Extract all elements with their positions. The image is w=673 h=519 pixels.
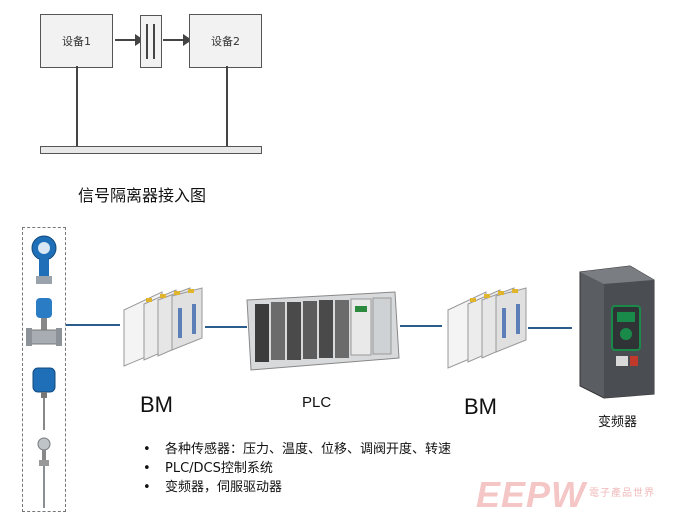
wire-sensors-bm [66,324,120,326]
device-2-label: 设备2 [211,35,240,48]
vfd-icon [579,265,655,399]
bm-module-left-icon [123,287,203,367]
arrow-2 [163,34,192,46]
sensor-column [22,227,66,512]
top-caption: 信号隔离器接入图 [78,186,207,205]
wire-plc-bm [400,325,442,327]
bullet-item-2: • PLC/DCS控制系统 [143,457,273,476]
bm-right-label: BM [464,394,497,419]
bullet-text: PLC/DCS控制系统 [165,461,273,476]
watermark-tagline: 電子產品世界 [589,488,655,499]
vfd-label: 变频器 [598,415,638,430]
isolator-bar-left [146,24,148,59]
bullet-text: 变频器，伺服驱动器 [165,480,283,495]
isolator-box [140,15,162,68]
flowmeter-icon [26,298,62,346]
device-1-label: 设备1 [62,35,91,48]
device-1-stem [76,66,78,146]
bm-module-right-icon [447,287,527,369]
level-transmitter-icon [32,367,56,430]
bm-left-label: BM [140,392,173,417]
isolator-bar-right [153,24,155,59]
bullet-item-3: • 变频器，伺服驱动器 [143,476,282,495]
bus-bar [40,146,262,154]
plc-rack-icon [246,291,400,371]
watermark-logo: EEPW [476,474,587,515]
bullet-text: 各种传感器：压力、温度、位移、调阀开度、转速 [165,442,452,457]
pressure-transmitter-icon [31,235,57,284]
arrow-1 [115,34,144,46]
bullet-item-1: • 各种传感器：压力、温度、位移、调阀开度、转速 [143,438,451,457]
bullet-dot: • [143,480,151,495]
device-2-box: 设备2 [189,14,262,68]
wire-bm-vfd [528,327,572,329]
bullet-dot: • [143,461,151,476]
plc-label: PLC [302,394,332,411]
thermocouple-icon [37,437,51,508]
device-2-stem [226,66,228,146]
wire-bm-plc [205,326,247,328]
device-1-box: 设备1 [40,14,113,68]
bullet-dot: • [143,442,151,457]
